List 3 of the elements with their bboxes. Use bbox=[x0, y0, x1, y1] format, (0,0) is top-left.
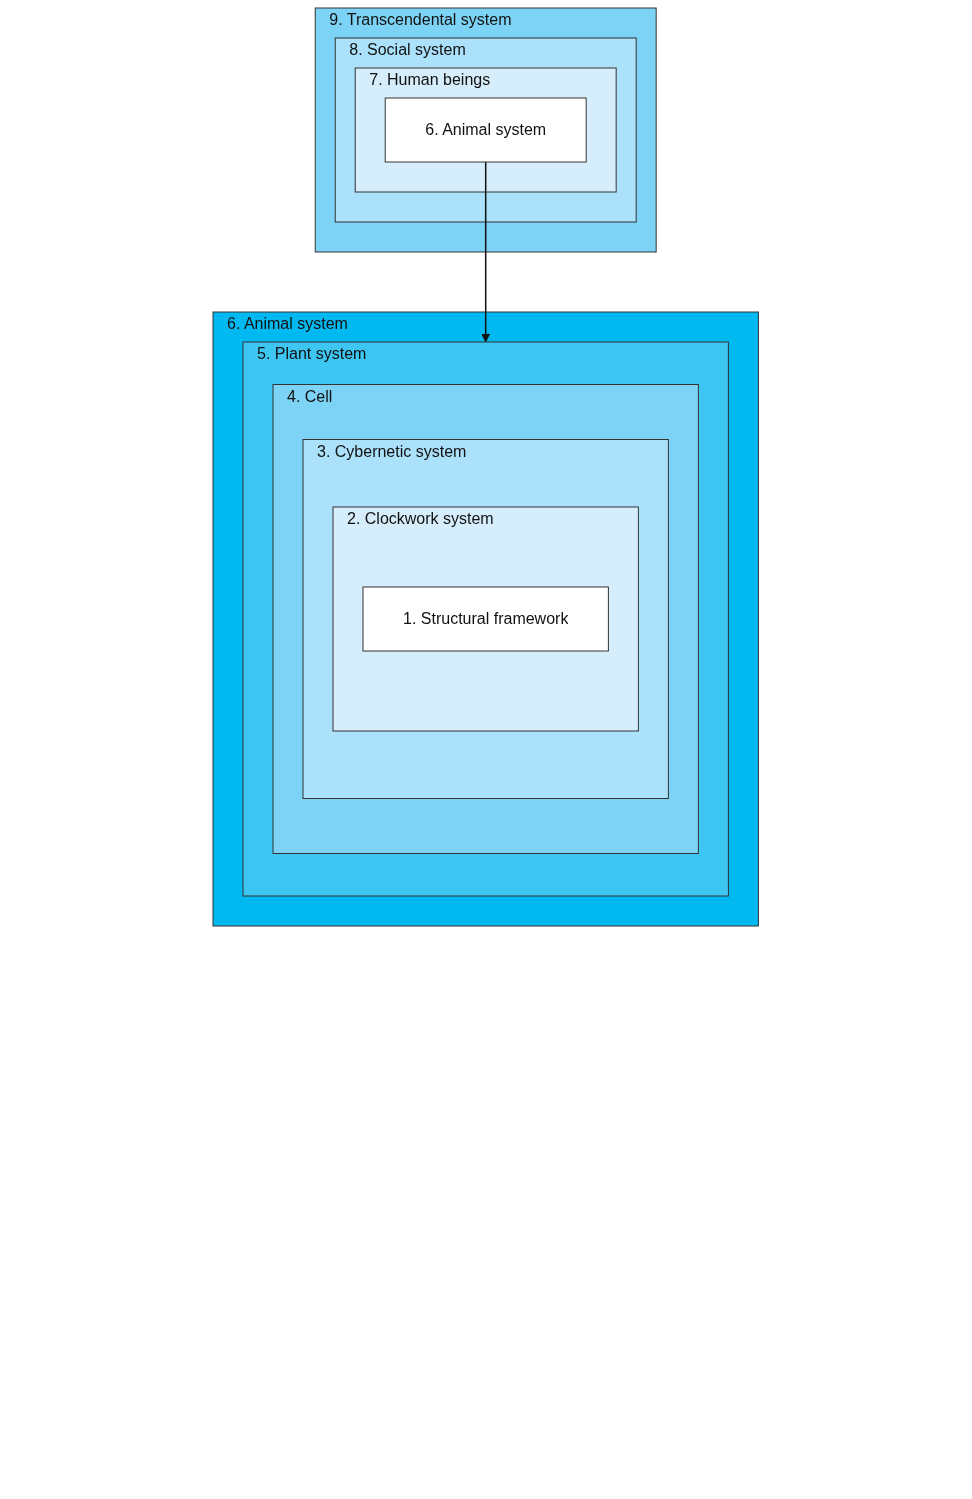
node-box: 1. Structural framework bbox=[362, 586, 610, 652]
arrow bbox=[481, 161, 491, 343]
node-box: 6. Animal system bbox=[385, 97, 587, 163]
